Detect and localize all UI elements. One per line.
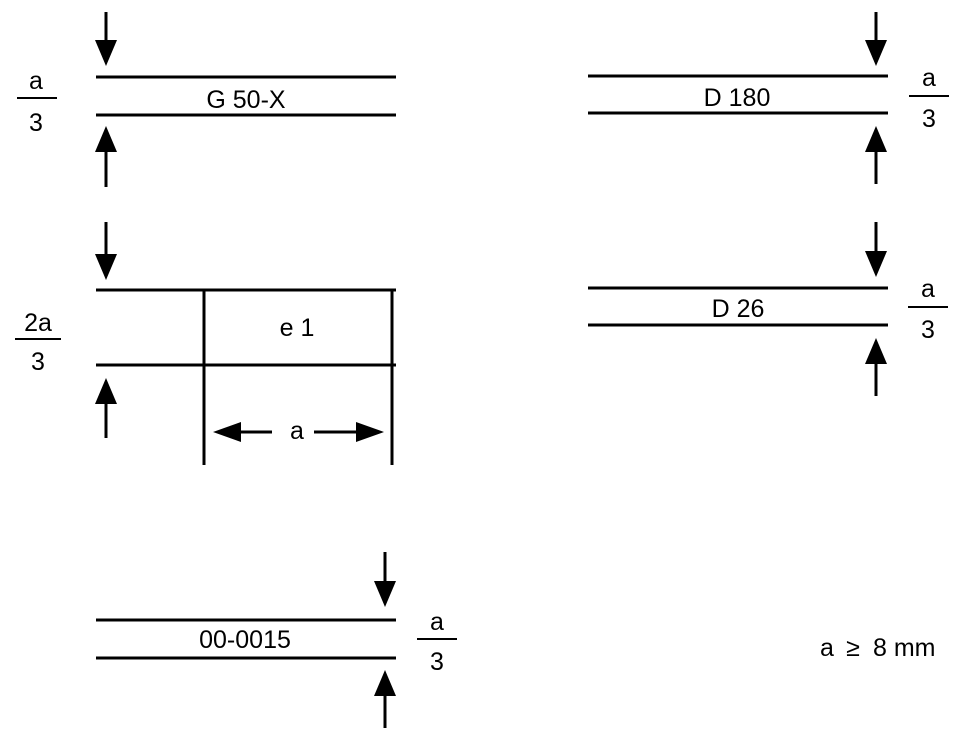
- label-d26: D 26: [712, 295, 765, 323]
- block-d26: D 26 a 3: [588, 222, 948, 396]
- svg-text:3: 3: [921, 316, 935, 344]
- fraction-a-over-3: a 3: [17, 67, 57, 137]
- svg-text:3: 3: [29, 109, 43, 137]
- label-e1: e 1: [280, 314, 315, 342]
- arrow-up-icon: [95, 126, 117, 187]
- arrow-left-icon: [213, 422, 241, 442]
- fraction-a-over-3: a 3: [909, 64, 949, 133]
- svg-text:2a: 2a: [24, 309, 52, 337]
- block-e1: e 1 a 2a 3: [15, 222, 396, 465]
- fraction-a-over-3: a 3: [417, 608, 457, 676]
- arrow-up-icon: [95, 378, 117, 438]
- svg-text:3: 3: [430, 648, 444, 676]
- label-00-0015: 00-0015: [199, 626, 291, 654]
- block-g50x: G 50-X a 3: [17, 12, 396, 187]
- svg-text:3: 3: [922, 105, 936, 133]
- note-value: 8 mm: [873, 634, 936, 662]
- arrow-down-icon: [374, 552, 396, 607]
- svg-text:a: a: [29, 67, 43, 95]
- arrow-up-icon: [865, 338, 887, 396]
- dimension-a: a: [213, 417, 384, 445]
- dimension-a-label: a: [290, 417, 304, 445]
- fraction-a-over-3: a 3: [908, 275, 948, 344]
- note-a: a: [820, 634, 834, 662]
- arrow-up-icon: [865, 126, 887, 184]
- fraction-2a-over-3: 2a 3: [15, 309, 61, 376]
- arrow-down-icon: [865, 222, 887, 277]
- note-geq: ≥: [846, 634, 860, 662]
- arrow-down-icon: [95, 222, 117, 280]
- svg-text:a: a: [430, 608, 444, 636]
- svg-text:3: 3: [31, 348, 45, 376]
- arrow-right-icon: [356, 422, 384, 442]
- label-g50x: G 50-X: [206, 86, 286, 114]
- arrow-down-icon: [865, 12, 887, 66]
- block-d180: D 180 a 3: [588, 12, 949, 184]
- svg-text:a: a: [922, 64, 936, 92]
- arrow-down-icon: [95, 12, 117, 66]
- block-00-0015: 00-0015 a 3: [96, 552, 457, 728]
- note-min-size: a ≥ 8 mm: [820, 634, 935, 662]
- arrow-up-icon: [374, 670, 396, 728]
- label-d180: D 180: [704, 84, 771, 112]
- svg-text:a: a: [921, 275, 935, 303]
